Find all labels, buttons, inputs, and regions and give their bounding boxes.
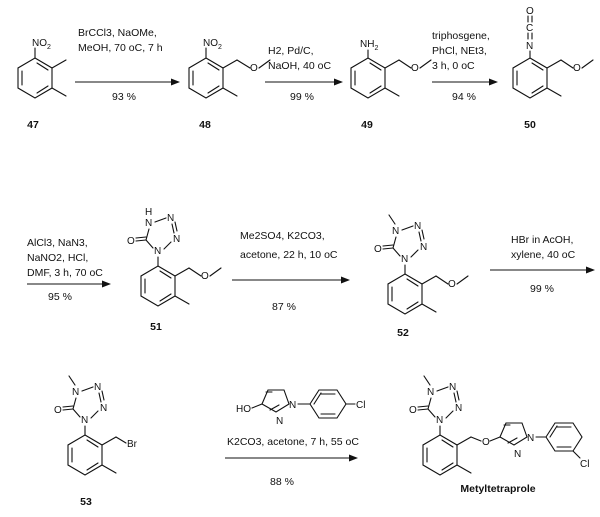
step-6-yield: 99 % <box>530 283 554 295</box>
step-4-yield: 95 % <box>48 291 72 303</box>
compound-53-structure: N N N N O Br <box>54 375 138 476</box>
compound-47-label: 47 <box>27 119 39 131</box>
compound-48-structure: NO2 O <box>188 38 271 99</box>
compound-51-label: 51 <box>150 321 162 333</box>
compound-49-structure: NH2 O <box>350 39 432 99</box>
carbonyl-oxygen-label: O <box>409 405 417 416</box>
step-7-conditions: K2CO3, acetone, 7 h, 55 oC <box>227 436 359 448</box>
metyltetraprole-label: Metyltetraprole <box>460 483 535 495</box>
tetrazole-n-label: N <box>401 254 408 265</box>
pyrazole-n-label: N <box>514 449 521 460</box>
compound-52-label: 52 <box>397 327 409 339</box>
ether-oxygen-label: O <box>201 271 209 282</box>
ether-oxygen-label: O <box>250 63 258 74</box>
arrowhead <box>341 276 350 284</box>
carbonyl-oxygen-label: O <box>374 244 382 255</box>
compound-50-structure: N C O O <box>512 6 594 99</box>
nitro-label: NO2 <box>32 38 51 51</box>
tetrazole-n-label: N <box>81 415 88 426</box>
nh-hydrogen-label: H <box>145 207 152 218</box>
tetrazole-n-label: N <box>436 415 443 426</box>
step-3-conditions-line-1: triphosgene, <box>432 30 490 42</box>
carbonyl-oxygen-label: O <box>54 405 62 416</box>
ether-oxygen-label: O <box>482 437 490 448</box>
compound-48-label: 48 <box>199 119 211 131</box>
isocyanate-c-label: C <box>526 23 533 34</box>
step-7-yield: 88 % <box>270 476 294 488</box>
compound-47-structure: NO2 <box>17 38 67 99</box>
compound-53-label: 53 <box>80 496 92 508</box>
ether-oxygen-label: O <box>448 279 456 290</box>
arrowhead <box>171 78 180 86</box>
tetrazole-n-label: N <box>455 403 462 414</box>
tetrazole-n-label: N <box>173 234 180 245</box>
amine-label: NH2 <box>360 39 378 52</box>
compound-50-label: 50 <box>524 119 536 131</box>
step-2-yield: 99 % <box>290 91 314 103</box>
step-1-conditions-line-1: BrCCl3, NaOMe, <box>78 27 157 39</box>
step-6-conditions-line-1: HBr in AcOH, <box>511 234 573 246</box>
arrowhead <box>349 454 358 462</box>
ether-oxygen-label: O <box>573 63 581 74</box>
nitro-label: NO2 <box>203 38 222 51</box>
tetrazole-n-label: N <box>154 246 161 257</box>
chlorine-label: Cl <box>356 400 365 411</box>
step-3-yield: 94 % <box>452 91 476 103</box>
tetrazole-n-label: N <box>392 226 399 237</box>
step-2-conditions-line-2: NaOH, 40 oC <box>268 60 331 72</box>
step-1-yield: 93 % <box>112 91 136 103</box>
isocyanate-o-label: O <box>526 6 534 17</box>
tetrazole-n-label: N <box>72 387 79 398</box>
pyrazole-n-label: N <box>289 400 296 411</box>
step-6-conditions-line-2: xylene, 40 oC <box>511 249 576 261</box>
bromine-label: Br <box>127 439 138 450</box>
step-3-conditions-line-3: 3 h, 0 oC <box>432 60 475 72</box>
tetrazole-n-label: N <box>100 403 107 414</box>
step-4-conditions-line-2: NaNO2, HCl, <box>27 252 88 264</box>
isocyanate-n-label: N <box>526 41 533 52</box>
tetrazole-n-label: N <box>414 221 421 232</box>
step-2-conditions-line-1: H2, Pd/C, <box>268 45 314 57</box>
pyrazole-reagent-structure: HO N N Cl <box>236 389 365 427</box>
arrowhead <box>334 78 343 86</box>
tetrazole-n-label: N <box>449 382 456 393</box>
chlorine-label: Cl <box>580 459 589 470</box>
ether-oxygen-label: O <box>411 63 419 74</box>
metyltetraprole-structure: N N N N O O N N Cl <box>409 375 589 476</box>
step-3-conditions-line-2: PhCl, NEt3, <box>432 45 487 57</box>
compound-52-structure: N N N N O O <box>374 214 469 315</box>
step-5-conditions-line-2: acetone, 22 h, 10 oC <box>240 249 338 261</box>
compound-51-structure: H N N N N O O <box>127 207 222 307</box>
pyrazole-n-label: N <box>527 433 534 444</box>
step-4-conditions-line-3: DMF, 3 h, 70 oC <box>27 267 103 279</box>
tetrazole-n-label: N <box>167 213 174 224</box>
tetrazole-n-label: N <box>145 218 152 229</box>
arrowhead <box>102 280 111 288</box>
tetrazole-n-label: N <box>94 382 101 393</box>
tetrazole-n-label: N <box>427 387 434 398</box>
step-5-yield: 87 % <box>272 301 296 313</box>
arrowhead <box>489 78 498 86</box>
pyrazole-n-label: N <box>276 416 283 427</box>
compound-49-label: 49 <box>361 119 373 131</box>
step-4-conditions-line-1: AlCl3, NaN3, <box>27 237 88 249</box>
carbonyl-oxygen-label: O <box>127 236 135 247</box>
arrowhead <box>586 266 595 274</box>
hydroxy-label: HO <box>236 404 251 415</box>
step-5-conditions-line-1: Me2SO4, K2CO3, <box>240 230 325 242</box>
step-1-conditions-line-2: MeOH, 70 oC, 7 h <box>78 42 163 54</box>
tetrazole-n-label: N <box>420 242 427 253</box>
